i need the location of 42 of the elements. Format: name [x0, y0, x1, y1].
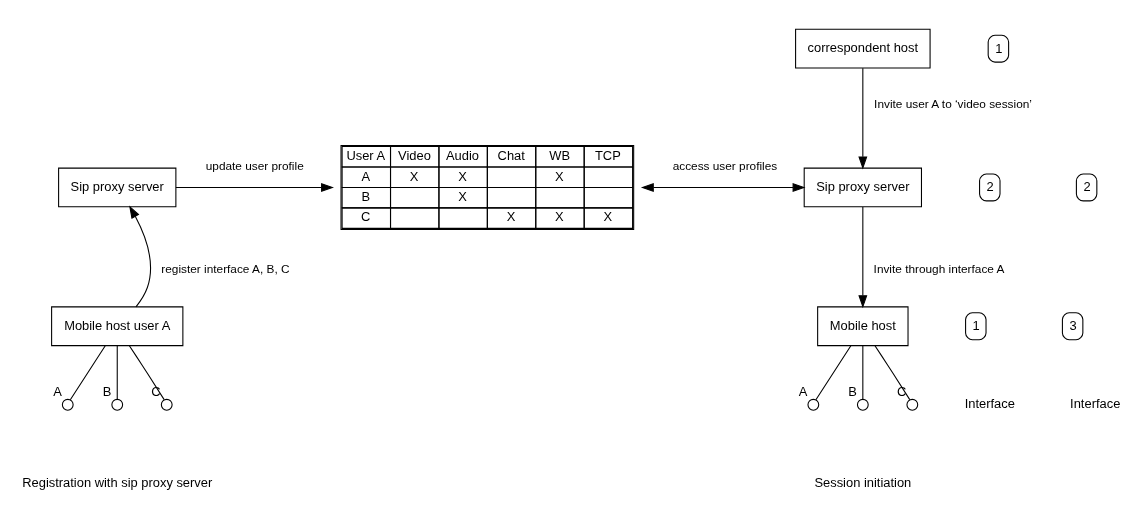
edge-label: access user profiles: [672, 159, 778, 174]
arrow: [858, 206, 868, 309]
connector: [69, 345, 106, 401]
node-box: correspondent host: [795, 28, 931, 69]
label: 2: [1083, 179, 1091, 195]
node-label: C: [151, 383, 161, 399]
edge-label: register interface A, B, C: [161, 262, 290, 277]
node-label: B: [102, 383, 112, 399]
node-label: A: [798, 383, 808, 399]
arrow: [858, 67, 868, 170]
edge-label: update user profile: [205, 159, 304, 174]
node-circle: [111, 398, 124, 411]
node-circle: [856, 398, 869, 411]
node-circle: [61, 398, 74, 411]
edge-label: Invite user A to ‘video session’: [874, 96, 1032, 111]
node-box: Mobile host user A: [51, 306, 184, 347]
label: Interface: [1070, 396, 1121, 412]
label: 2: [986, 179, 994, 195]
node-circle: [906, 398, 919, 411]
node-circle: [160, 398, 173, 411]
label: Session initiation: [814, 474, 912, 490]
arrow: [640, 182, 806, 192]
connector: [874, 345, 911, 401]
connector: [128, 345, 165, 401]
node-box: Mobile host: [817, 306, 909, 347]
arrow: [175, 182, 334, 192]
label: 1: [995, 40, 1003, 56]
connector: [815, 345, 852, 401]
label: 3: [1069, 318, 1077, 334]
label: 1: [972, 318, 980, 334]
node-label: A: [53, 383, 62, 399]
edge-label: Invite through interface A: [873, 262, 1005, 277]
node-label: B: [848, 383, 857, 399]
node-box: Sip proxy server: [58, 167, 177, 208]
node-box: Sip proxy server: [803, 167, 922, 208]
node-label: C: [896, 383, 907, 399]
arrow: [129, 205, 151, 308]
node-circle: [807, 398, 820, 411]
connector: [116, 345, 118, 400]
connector: [862, 345, 864, 400]
label: Registration with sip proxy server: [22, 474, 213, 490]
label: Interface: [964, 396, 1015, 412]
